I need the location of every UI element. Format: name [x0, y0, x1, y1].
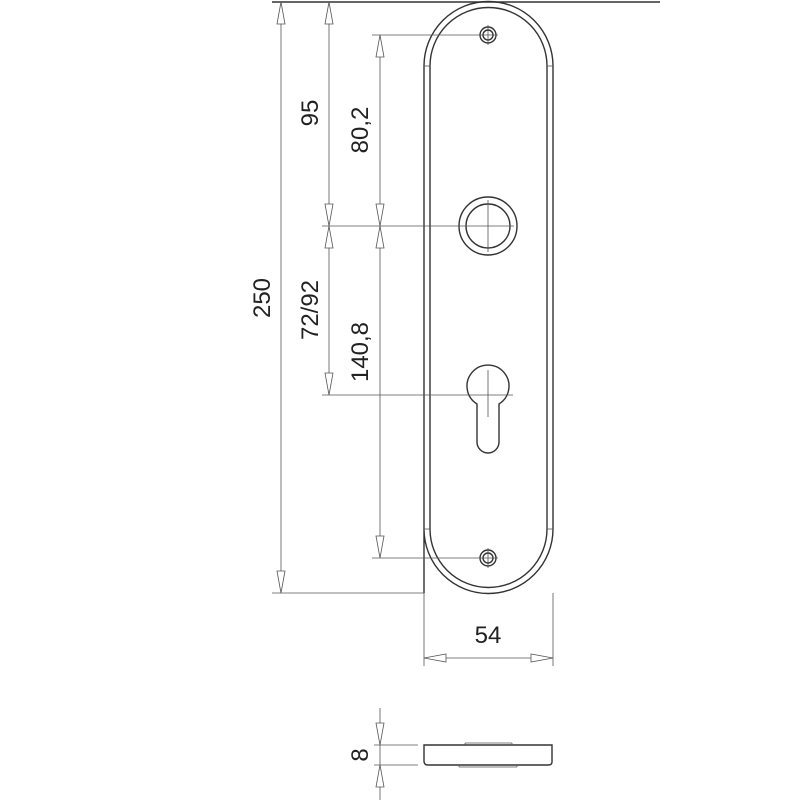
dimension-top-to-handle: 95 — [297, 1, 334, 395]
escutcheon-plate-side-view — [423, 742, 553, 768]
dim-95-label: 95 — [297, 100, 324, 127]
dimension-handle-to-key: 72/92 — [297, 225, 334, 396]
extension-lines — [272, 1, 660, 666]
dim-8-label: 8 — [347, 748, 374, 761]
dim-54-label: 54 — [475, 622, 502, 649]
dimension-total-height: 250 — [249, 1, 286, 594]
escutcheon-plate-front-view — [423, 0, 554, 595]
dimension-width: 54 — [423, 622, 554, 663]
dim-250-label: 250 — [249, 278, 276, 318]
screw-hole-bottom — [478, 548, 498, 568]
screw-hole-top — [478, 25, 498, 45]
dim-80-2-label: 80,2 — [347, 107, 374, 154]
dimension-handle-to-bottom-screw: 140,8 — [347, 225, 385, 559]
dim-72-92-label: 72/92 — [297, 280, 324, 340]
dimension-top-screw-to-handle: 80,2 — [347, 34, 385, 558]
cylinder-keyhole — [463, 364, 513, 454]
dim-140-8-label: 140,8 — [347, 322, 374, 382]
dimension-thickness: 8 — [347, 708, 418, 800]
handle-rosette-hole — [458, 196, 518, 256]
